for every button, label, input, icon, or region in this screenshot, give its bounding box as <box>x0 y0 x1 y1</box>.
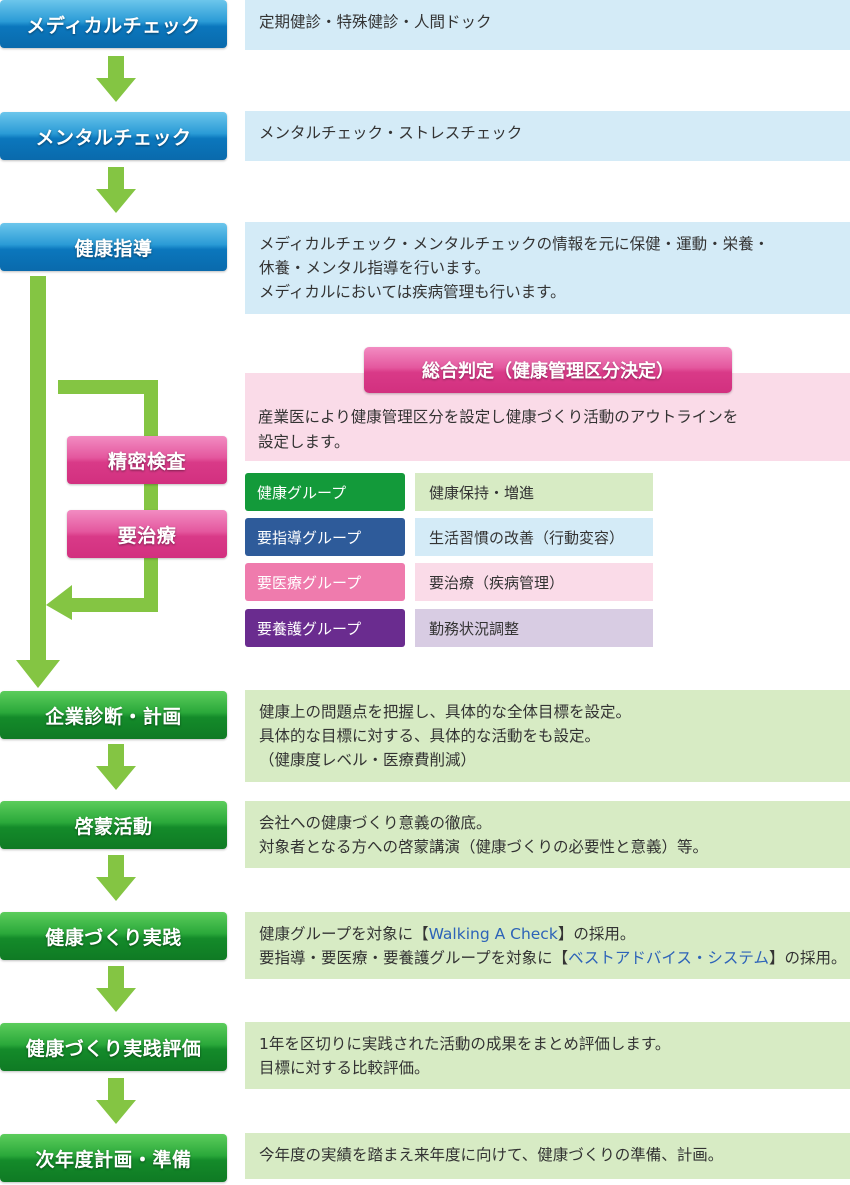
desc-line: メディカルチェック・メンタルチェックの情報を元に保健・運動・栄養・ <box>259 235 770 253</box>
step-practice: 健康づくり実践 <box>0 912 227 960</box>
desc-line: 目標に対する比較評価。 <box>259 1059 430 1077</box>
group-action: 生活習慣の改善（行動変容） <box>429 528 625 547</box>
desc-line: メンタルチェック・ストレスチェック <box>259 124 523 142</box>
arrow-down-icon <box>96 56 136 102</box>
text: 】の採用。 <box>557 925 636 943</box>
step-label: 次年度計画・準備 <box>35 1148 192 1171</box>
desc-line: （健康度レベル・医療費削減） <box>259 751 477 769</box>
desc-medical-check: 定期健診・特殊健診・人間ドック <box>245 0 850 50</box>
arrow-down-icon <box>96 1078 136 1124</box>
judgement-text: 産業医により健康管理区分を設定し健康づくり活動のアウトラインを 設定します。 <box>258 405 843 455</box>
group-care: 要養護グループ <box>245 609 405 647</box>
desc-mental-check: メンタルチェック・ストレスチェック <box>245 111 850 161</box>
desc-practice-evaluation: 1年を区切りに実践された活動の成果をまとめ評価します。 目標に対する比較評価。 <box>245 1022 850 1089</box>
step-health-guidance: 健康指導 <box>0 223 227 271</box>
judgement-title-label: 総合判定（健康管理区分決定） <box>422 361 674 382</box>
step-medical-check: メディカルチェック <box>0 0 227 48</box>
judgement-line: 産業医により健康管理区分を設定し健康づくり活動のアウトラインを <box>258 408 739 426</box>
group-healthy: 健康グループ <box>245 473 405 511</box>
desc-line: 定期健診・特殊健診・人間ドック <box>259 13 492 31</box>
desc-line: 休養・メンタル指導を行います。 <box>259 259 490 277</box>
arrow-down-icon <box>96 167 136 213</box>
desc-line: 健康上の問題点を把握し、具体的な全体目標を設定。 <box>259 703 632 721</box>
desc-line: 会社への健康づくり意義の徹底。 <box>259 814 492 832</box>
step-next-year: 次年度計画・準備 <box>0 1134 227 1182</box>
group-medical: 要医療グループ <box>245 563 405 601</box>
best-advice-system-link[interactable]: ベストアドバイス・システム <box>568 949 769 967</box>
arrow-down-icon <box>96 966 136 1012</box>
group-guidance: 要指導グループ <box>245 518 405 556</box>
desc-health-guidance: メディカルチェック・メンタルチェックの情報を元に保健・運動・栄養・ 休養・メンタ… <box>245 222 850 314</box>
group-action: 要治療（疾病管理） <box>429 573 565 592</box>
desc-practice-line-2: 要指導・要医療・要養護グループを対象に【ベストアドバイス・システム】の採用。 <box>259 946 846 970</box>
group-medical-action: 要治療（疾病管理） <box>415 563 653 601</box>
desc-corporate-diagnosis: 健康上の問題点を把握し、具体的な全体目標を設定。 具体的な目標に対する、具体的な… <box>245 690 850 782</box>
group-name: 健康グループ <box>257 483 347 502</box>
step-label: 精密検査 <box>107 450 186 473</box>
group-name: 要指導グループ <box>257 528 362 547</box>
desc-line: 対象者となる方への啓蒙講演（健康づくりの必要性と意義）等。 <box>259 838 709 856</box>
group-care-action: 勤務状況調整 <box>415 609 653 647</box>
group-action: 健康保持・増進 <box>429 483 535 502</box>
step-practice-evaluation: 健康づくり実践評価 <box>0 1023 227 1071</box>
group-healthy-action: 健康保持・増進 <box>415 473 653 511</box>
group-action: 勤務状況調整 <box>429 619 520 638</box>
desc-line: 1年を区切りに実践された活動の成果をまとめ評価します。 <box>259 1035 671 1053</box>
judgement-line: 設定します。 <box>258 433 350 451</box>
arrow-down-icon <box>96 744 136 790</box>
text: 要指導・要医療・要養護グループを対象に【 <box>259 949 569 967</box>
group-name: 要養護グループ <box>257 619 362 638</box>
desc-line: メディカルにおいては疾病管理も行います。 <box>259 283 566 301</box>
step-label: 健康指導 <box>74 237 153 260</box>
desc-next-year: 今年度の実績を踏まえ来年度に向けて、健康づくりの準備、計画。 <box>245 1133 850 1179</box>
step-corporate-diagnosis: 企業診断・計画 <box>0 691 227 739</box>
group-guidance-action: 生活習慣の改善（行動変容） <box>415 518 653 556</box>
walking-a-check-link[interactable]: Walking A Check <box>428 925 558 943</box>
step-label: 要治療 <box>117 524 177 547</box>
desc-line: 今年度の実績を踏まえ来年度に向けて、健康づくりの準備、計画。 <box>259 1146 724 1164</box>
step-detailed-exam: 精密検査 <box>67 436 227 484</box>
step-label: メディカルチェック <box>26 14 201 37</box>
step-label: メンタルチェック <box>35 126 192 149</box>
arrow-down-icon <box>96 855 136 901</box>
step-requires-treatment: 要治療 <box>67 510 227 558</box>
step-label: 企業診断・計画 <box>45 705 182 728</box>
loop-arrow-icon <box>46 380 158 620</box>
step-label: 啓蒙活動 <box>74 815 153 838</box>
desc-line: 具体的な目標に対する、具体的な活動をも設定。 <box>259 727 601 745</box>
text: 】の採用。 <box>768 949 847 967</box>
desc-awareness: 会社への健康づくり意義の徹底。 対象者となる方への啓蒙講演（健康づくりの必要性と… <box>245 801 850 868</box>
desc-practice: 健康グループを対象に【Walking A Check】の採用。 要指導・要医療・… <box>245 912 850 979</box>
step-label: 健康づくり実践 <box>45 926 182 949</box>
step-label: 健康づくり実践評価 <box>25 1037 202 1060</box>
group-name: 要医療グループ <box>257 573 362 592</box>
text: 健康グループを対象に【 <box>259 925 429 943</box>
step-mental-check: メンタルチェック <box>0 112 227 160</box>
step-awareness: 啓蒙活動 <box>0 801 227 849</box>
desc-practice-line-1: 健康グループを対象に【Walking A Check】の採用。 <box>259 922 836 946</box>
long-flow-arrow-icon <box>16 276 60 688</box>
judgement-title: 総合判定（健康管理区分決定） <box>364 347 732 393</box>
